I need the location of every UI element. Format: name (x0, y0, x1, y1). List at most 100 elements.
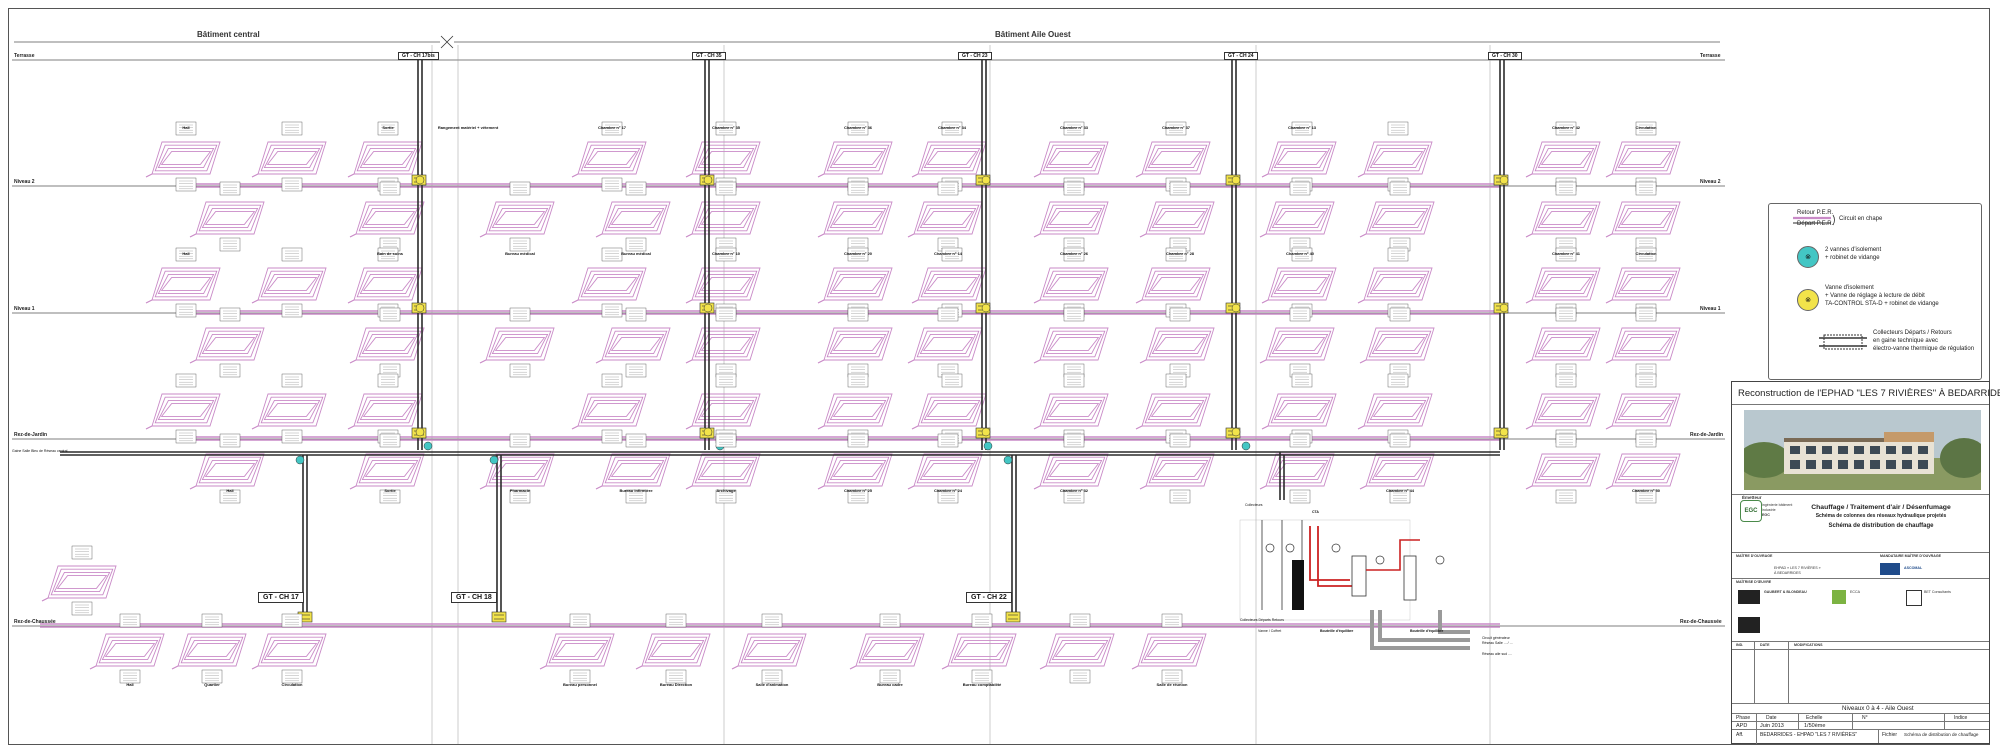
floor-heating-loop (685, 201, 761, 238)
room-label: Sortie (384, 488, 396, 493)
level-rez-chaussee-left: Rez-de-Chaussée (14, 619, 56, 625)
loop-tag-box (281, 669, 303, 684)
loop-tag-box (941, 373, 963, 388)
loop-tag-box (937, 433, 959, 448)
loop-tag-box (1289, 181, 1311, 196)
echelle-value: 1/50ème (1804, 723, 1826, 729)
loop-tag-box (847, 247, 869, 262)
loop-tag-box (715, 121, 737, 136)
floor-heating-loop (941, 633, 1017, 670)
loop-tag-box (175, 247, 197, 262)
floor-heating-loop (1525, 141, 1601, 178)
loop-tag-box (1291, 121, 1313, 136)
moe-1: GAUBERT & BLONDEAU (1764, 590, 1807, 594)
legend-coll-title: Collecteurs Départs / Retours (1873, 330, 1952, 336)
loop-tag-box (1063, 433, 1085, 448)
loop-tag-box (601, 373, 623, 388)
floor-heating-loop (1605, 201, 1681, 238)
loop-tag-box (1063, 181, 1085, 196)
floor-heating-loop (595, 453, 671, 490)
divider (1756, 713, 1757, 744)
floor-heating-loop (251, 393, 327, 430)
room-label: Circulation (1635, 251, 1657, 256)
room-label: Circulation (1635, 125, 1657, 130)
floor-heating-loop (251, 267, 327, 304)
moe-logo (1738, 617, 1760, 633)
loop-tag-box (509, 489, 531, 504)
isolation-valves-icon (489, 455, 499, 465)
floor-heating-loop (1357, 267, 1433, 304)
divider (1852, 713, 1853, 729)
legend: Retour P.E.R. Départ P.E.R. Circuit en c… (1768, 203, 1982, 380)
floor-heating-loop (1033, 201, 1109, 238)
room-label: Chambre n° 17 (597, 125, 627, 130)
floor-heating-loop (817, 267, 893, 304)
loop-tag-box (625, 363, 647, 378)
loop-tag-box (219, 433, 241, 448)
balancing-valve-icon (981, 175, 991, 185)
floor-heating-loop (479, 201, 555, 238)
room-label: Chambre n° 34 (937, 125, 967, 130)
loop-tag-box (847, 363, 869, 378)
floor-heating-loop (1259, 453, 1335, 490)
floor-heating-loop (817, 201, 893, 238)
legend-vanne-iso: Vanne d'isolement (1825, 285, 1874, 291)
floor-heating-loop (1135, 267, 1211, 304)
balancing-valve-icon (1231, 427, 1241, 437)
loop-tag-box (847, 121, 869, 136)
loop-tag-box (219, 237, 241, 252)
aff-value: BEDARRIDES - EHPAD "LES 7 RIVIÈRES" (1760, 732, 1858, 738)
balancing-valve-icon (703, 175, 713, 185)
floor-heating-loop (1261, 141, 1337, 178)
divider (1732, 649, 1989, 650)
loop-tag-box (569, 669, 591, 684)
divider (1732, 703, 1989, 704)
loop-tag-box (1635, 373, 1657, 388)
loop-tag-box (379, 433, 401, 448)
floor-heating-loop (41, 565, 117, 602)
loop-tag-box (71, 545, 93, 560)
loop-tag-box (601, 247, 623, 262)
chaufferie-bouteille-2: Bouteille d'équilibre (1410, 629, 1444, 633)
loop-tag-box (1555, 181, 1577, 196)
circuit-generateur-3: Réseau aile sud .... (1482, 652, 1512, 656)
room-label: Chambre n° 40 (1285, 251, 1315, 256)
room-label: Bureau infirmière (619, 488, 653, 493)
loop-tag-box (219, 363, 241, 378)
loop-tag-box (1063, 489, 1085, 504)
loop-tag-box (379, 181, 401, 196)
room-label: Bureau médical (621, 251, 651, 256)
loop-tag-box (377, 247, 399, 262)
echelle-header: Echelle (1806, 715, 1823, 721)
loop-tag-box (1635, 307, 1657, 322)
floor-heating-loop (1605, 453, 1681, 490)
moe-3: BET Consultants (1924, 590, 1951, 594)
floor-heating-loop (907, 453, 983, 490)
gaine-label: GT - CH 35 (692, 52, 726, 60)
egc-logo: EGC (1740, 500, 1762, 522)
room-label: Chambre n° 32 (1059, 488, 1089, 493)
circuit-generateur-2: Réseau Salle ... / ... (1482, 641, 1513, 645)
loop-tag-box (1169, 433, 1191, 448)
room-label: Bureau comptabilité (962, 682, 1002, 687)
floor-heating-loop (685, 453, 761, 490)
loop-tag-box (1289, 489, 1311, 504)
floor-heating-loop (171, 633, 247, 670)
balancing-valve-icon (1231, 175, 1241, 185)
loop-tag-box (509, 363, 531, 378)
floor-heating-loop (595, 327, 671, 364)
room-label: Quartier (204, 682, 220, 687)
floor-heating-loop (1033, 393, 1109, 430)
floor-heating-loop (1033, 141, 1109, 178)
room-label: Chambre n° 10 (711, 251, 741, 256)
loop-tag-box (281, 303, 303, 318)
loop-tag-box (601, 429, 623, 444)
balancing-valve-icon (703, 303, 713, 313)
loop-tag-box (879, 613, 901, 628)
loop-tag-box (1387, 247, 1409, 262)
floor-heating-loop (1605, 267, 1681, 304)
loop-tag-box (1389, 181, 1411, 196)
subtitle-1: Schéma de colonnes des réseaux hydrauliq… (1815, 513, 1947, 519)
floor-heating-loop (189, 453, 265, 490)
date-header-2: Date (1766, 715, 1777, 721)
